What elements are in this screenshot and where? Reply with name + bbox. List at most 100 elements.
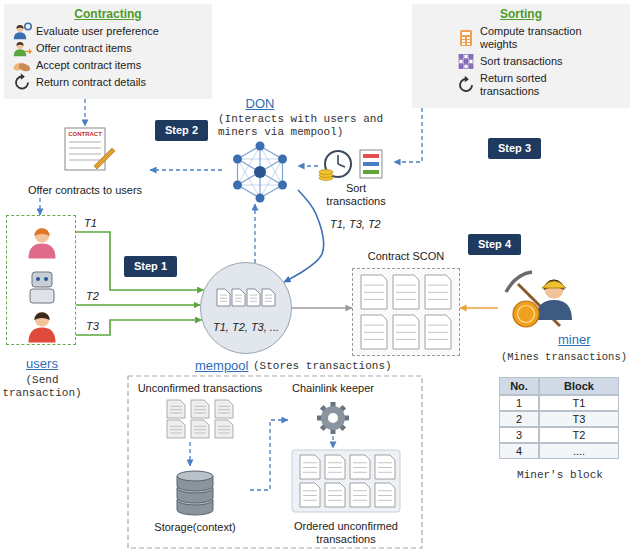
person-body (536, 300, 572, 320)
document-line (218, 409, 230, 410)
network-node (254, 166, 266, 178)
document-line (170, 429, 182, 430)
mempool-node: T1, T2, T3, ...mempool(Stores transactio… (200, 262, 292, 354)
document-line (364, 292, 384, 293)
document-line (396, 325, 416, 326)
document-line (378, 462, 392, 463)
grid-cell (469, 55, 473, 59)
node-label: (Interacts with users and miners via mem… (218, 113, 408, 139)
sorting-panel: SortingCompute transaction weightsSort t… (412, 4, 630, 108)
document-icon (425, 275, 451, 309)
document-line (364, 325, 384, 326)
users-group: users(Send transaction) (6, 215, 76, 345)
document-line (364, 332, 384, 333)
network-node (278, 155, 287, 164)
person-hair (16, 25, 23, 29)
return-arrowhead (465, 76, 469, 83)
document-icon (215, 420, 233, 438)
person-hair (34, 312, 50, 320)
network-node (256, 142, 265, 151)
document-line (428, 339, 448, 340)
robot-body (30, 289, 54, 303)
document-line (396, 292, 416, 293)
connector-arrow (39, 198, 40, 215)
panel-item: Accept contract items (10, 59, 206, 72)
network-link (260, 159, 283, 198)
panel-item: Return sorted transactions (454, 72, 594, 98)
contract-line (69, 154, 101, 155)
document-icon (393, 315, 419, 349)
person-body (29, 244, 56, 259)
document-line (378, 500, 392, 501)
document-line (303, 490, 317, 491)
node-label: Storage(context) (140, 521, 250, 534)
connector-arrow (460, 307, 498, 309)
document-line (428, 292, 448, 293)
document-line (396, 339, 416, 340)
bitcoin-coin-ring (518, 306, 535, 323)
document-line (235, 298, 242, 299)
document-line (170, 433, 182, 434)
table-cell: T3 (539, 411, 619, 427)
node-label: Offer contracts to users (20, 184, 150, 197)
table-cell: 4 (499, 443, 539, 459)
connector-arrow (150, 169, 222, 170)
pickaxe-head (506, 272, 532, 292)
table-cell: 1 (499, 395, 539, 411)
grid-cell (469, 65, 473, 69)
network-node (233, 155, 242, 164)
document-line (428, 299, 448, 300)
document-line (250, 301, 257, 302)
ordered-tray (292, 450, 400, 512)
connector-arrow (284, 190, 324, 282)
document-line (170, 406, 182, 407)
document-line (218, 429, 230, 430)
document-line (328, 490, 342, 491)
grid-cell (469, 60, 473, 64)
connector-arrow (332, 436, 333, 448)
panel-item: Compute transaction weights (454, 25, 594, 51)
document-line (250, 298, 257, 299)
document-line (396, 285, 416, 286)
node-label: miner (558, 332, 591, 347)
keeper-node: Chainlink keeper (288, 382, 378, 436)
document-line (235, 301, 242, 302)
table-cell: No. (499, 377, 539, 395)
document-line (194, 413, 206, 414)
document-icon (375, 455, 395, 479)
document-line (378, 472, 392, 473)
robot-eye (44, 277, 48, 281)
connector-arrow (254, 204, 255, 263)
connector-arrow (76, 232, 204, 290)
document-line (194, 426, 206, 427)
network-node (233, 181, 242, 190)
step-label: Step 2 (165, 124, 198, 137)
person-body (29, 328, 56, 343)
connector-arrow (189, 442, 190, 466)
miner-node: miner(Mines transactions) (498, 266, 630, 370)
table-cell: 2 (499, 411, 539, 427)
node-label: T1, T2, T3, ... (201, 321, 291, 334)
document-line (303, 495, 317, 496)
document-line (364, 299, 384, 300)
document-line (220, 301, 227, 302)
node-label: Chainlink keeper (288, 382, 378, 395)
document-line (170, 413, 182, 414)
document-line (396, 299, 416, 300)
document-line (194, 433, 206, 434)
document-icon (300, 483, 320, 507)
document-line (303, 472, 317, 473)
panel-item: Return contract details (10, 76, 206, 89)
document-line (378, 495, 392, 496)
node-label: DON (222, 96, 298, 111)
connector-arrow (84, 99, 85, 126)
step-label: Step 4 (478, 238, 511, 251)
document-line (194, 406, 206, 407)
document-line (220, 298, 227, 299)
connector-arrow (394, 108, 422, 162)
panel-item: Offer contract items (10, 42, 206, 55)
icon-layer (353, 269, 459, 355)
document-line (170, 409, 182, 410)
document-line (378, 490, 392, 491)
list-row (363, 154, 379, 158)
